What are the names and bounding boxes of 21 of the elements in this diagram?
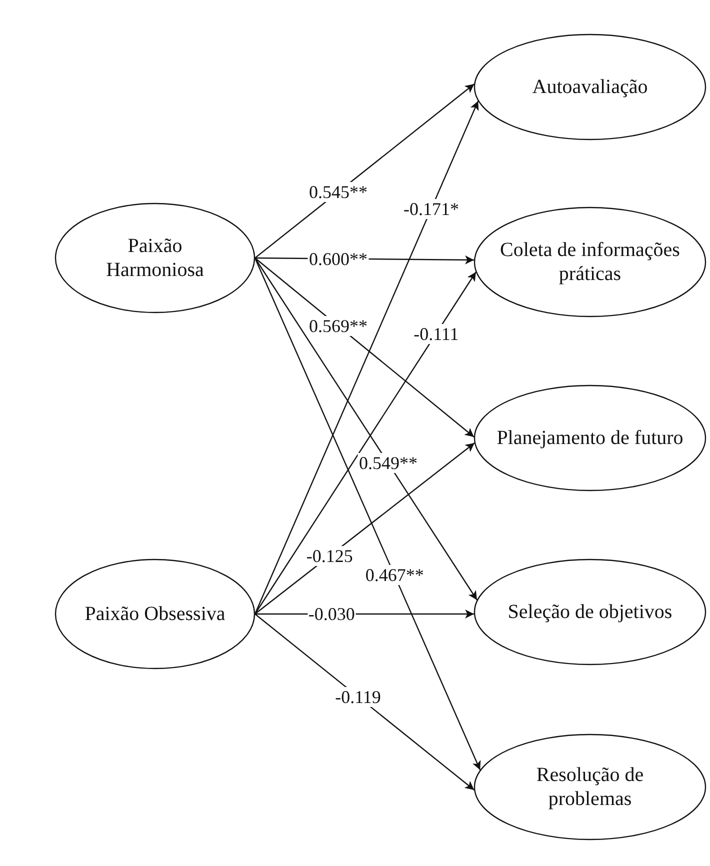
path-arrow: [254, 442, 475, 614]
construct-name: Coleta de informações práticas: [499, 238, 681, 286]
construct-name: Planejamento de futuro: [496, 426, 684, 450]
edge-label: -0.125: [305, 546, 354, 566]
edge-label: 0.545**: [308, 182, 369, 202]
construct-name: Seleção de objetivos: [508, 600, 672, 624]
edge-label: 0.569**: [308, 316, 368, 336]
edge-label: 0.467**: [364, 565, 425, 586]
edge-label: -0.171*: [402, 198, 460, 219]
path-arrow: [254, 84, 475, 258]
path-arrow: [254, 614, 475, 790]
edge-label: -0.119: [334, 686, 382, 707]
construct-name: Autoavaliação: [532, 75, 648, 99]
construct-name: Resolução de problemas: [535, 763, 645, 811]
path-arrow: [254, 100, 479, 614]
edge-label: -0.111: [412, 324, 460, 344]
edge-label: 0.549**: [358, 453, 418, 474]
construct-name: Paixão Obsessiva: [84, 602, 226, 626]
path-arrow: [254, 258, 481, 770]
construct-name: Paixão Harmoniosa: [105, 234, 205, 282]
path-arrow: [254, 258, 474, 438]
